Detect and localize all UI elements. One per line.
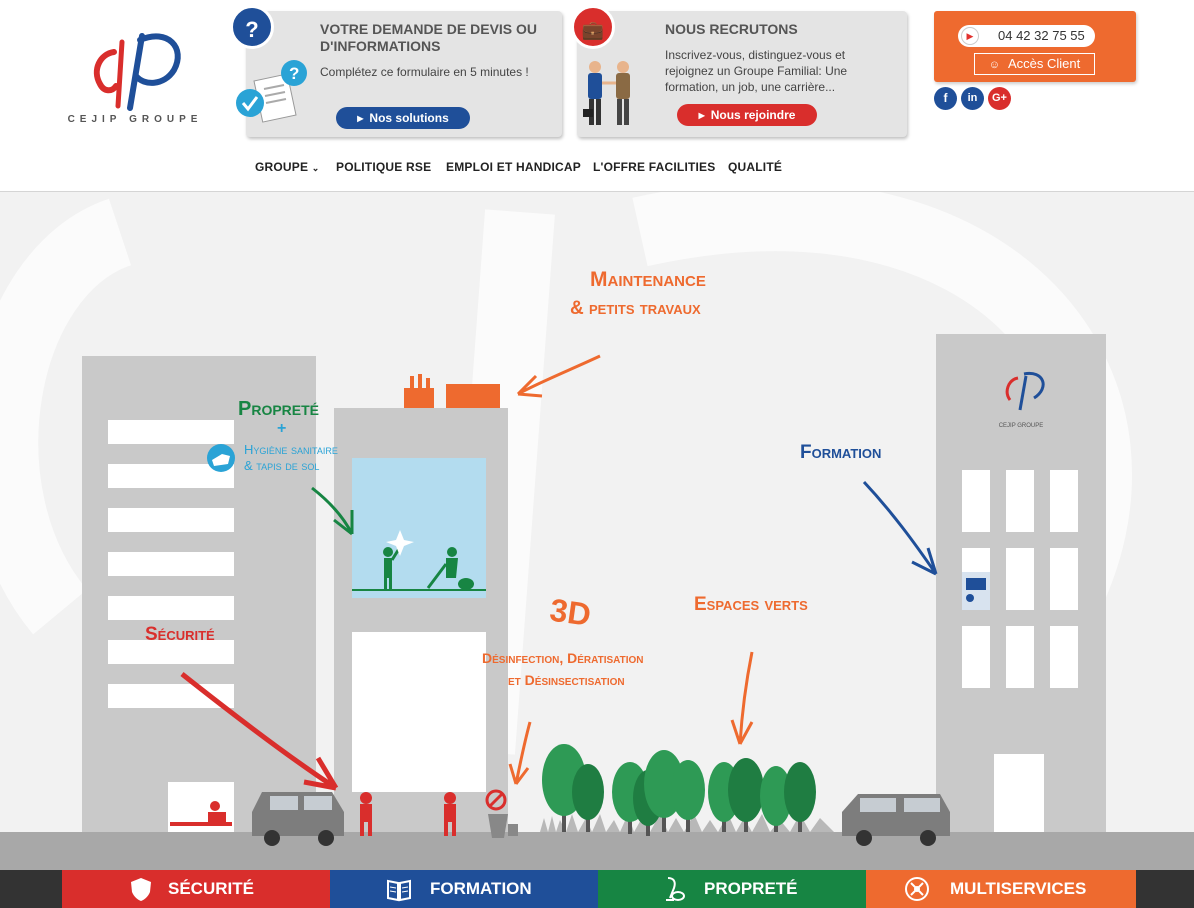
quote-card-text: Complétez ce formulaire en 5 minutes !: [320, 65, 529, 79]
client-access-button[interactable]: ☺Accès Client: [974, 53, 1095, 75]
logo-wordmark: CEJIP GROUPE: [67, 114, 203, 125]
recruit-card-text: Inscrivez-vous, distinguez-vous et rejoi…: [665, 48, 848, 94]
google-plus-icon[interactable]: G+: [988, 87, 1011, 110]
hero-city-illustration: CEJIP GROUPE: [0, 192, 1194, 870]
formation-label[interactable]: Formation: [800, 442, 882, 463]
tools-icon: [905, 877, 929, 901]
car-left: [252, 792, 344, 846]
trees: [542, 744, 816, 836]
nav-item-emploi-handicap[interactable]: EMPLOI ET HANDICAP: [446, 160, 581, 174]
pest-control-bin: [485, 789, 518, 838]
chevron-down-icon: ⌄: [311, 163, 320, 173]
svg-text:?: ?: [289, 64, 299, 83]
cejip-logo-icon: [93, 33, 181, 111]
securite-label[interactable]: Sécurité: [145, 624, 215, 645]
maintenance-label-line2[interactable]: & petits travaux: [570, 298, 701, 319]
question-badge-icon: ?: [230, 5, 274, 49]
middle-building: [334, 374, 508, 832]
contact-box: ▶ 04 42 32 75 55 ☺Accès Client: [934, 11, 1136, 82]
form-illustration-icon: ?: [236, 60, 307, 123]
site-header: CEJIP GROUPE ? ? VOTRE DEMANDE DE DEVIS …: [0, 0, 1194, 192]
play-triangle-icon: ▶: [357, 114, 364, 123]
desinfection-label-line1[interactable]: Désinfection, Dératisation: [482, 650, 644, 666]
proprete-label[interactable]: Propreté: [238, 398, 320, 420]
vacuum-icon: [666, 877, 685, 901]
phone-play-icon: ▶: [961, 27, 979, 45]
quote-request-card[interactable]: ? ? VOTRE DEMANDE DE DEVIS OU D'INFORMAT…: [230, 5, 562, 137]
handshake-illustration-icon: [583, 61, 630, 125]
user-icon: ☺: [988, 59, 1000, 71]
linkedin-icon[interactable]: in: [961, 87, 984, 110]
quote-card-title: VOTRE DEMANDE DE DEVIS OU D'INFORMATIONS: [320, 21, 538, 54]
espaces-verts-label[interactable]: Espaces verts: [694, 594, 808, 615]
shield-icon: [131, 878, 151, 901]
facebook-icon[interactable]: f: [934, 87, 957, 110]
maintenance-label-line1[interactable]: Maintenance: [590, 268, 706, 291]
tile-multiservices[interactable]: MULTISERVICES: [866, 870, 1136, 908]
van-right: [842, 794, 950, 846]
building-logo-text: CEJIP GROUPE: [999, 423, 1044, 429]
book-icon: [387, 879, 411, 902]
phone-number[interactable]: ▶ 04 42 32 75 55: [958, 25, 1095, 47]
play-triangle-icon: ▶: [698, 111, 705, 120]
tile-proprete[interactable]: PROPRETÉ: [598, 870, 866, 908]
left-building: [82, 356, 316, 832]
right-building: CEJIP GROUPE: [936, 334, 1106, 832]
desinfection-label-line2[interactable]: et Désinsectisation: [508, 672, 625, 688]
hygiene-label-line2[interactable]: & tapis de sol: [244, 458, 320, 473]
recruit-card-title: NOUS RECRUTONS: [665, 21, 798, 37]
briefcase-badge-icon: 💼: [571, 5, 615, 49]
tile-securite[interactable]: SÉCURITÉ: [62, 870, 330, 908]
security-guards: [360, 792, 456, 836]
nous-rejoindre-button[interactable]: ▶Nous rejoindre: [677, 104, 817, 126]
nav-item-qualite[interactable]: QUALITÉ: [728, 160, 783, 174]
cejip-logo[interactable]: CEJIP GROUPE: [60, 18, 210, 128]
nav-item-groupe[interactable]: GROUPE ⌄: [255, 160, 320, 174]
plus-label: +: [277, 420, 287, 437]
nav-item-politique-rse[interactable]: POLITIQUE RSE: [336, 160, 432, 174]
services-bar: SÉCURITÉ FORMATION PROPRETÉ MULTISERVICE…: [0, 870, 1194, 908]
nav-item-offre-facilities[interactable]: L'OFFRE FACILITIES: [593, 160, 716, 174]
3d-label[interactable]: 3D: [548, 592, 594, 633]
nos-solutions-button[interactable]: ▶Nos solutions: [336, 107, 470, 129]
recruitment-card[interactable]: 💼 NOUS RECRUTONS Inscrivez-vous, disting…: [571, 5, 907, 137]
tile-formation[interactable]: FORMATION: [330, 870, 598, 908]
city-scene: CEJIP GROUPE: [0, 192, 1194, 870]
hygiene-label-line1[interactable]: Hygiène sanitaire: [244, 442, 338, 457]
